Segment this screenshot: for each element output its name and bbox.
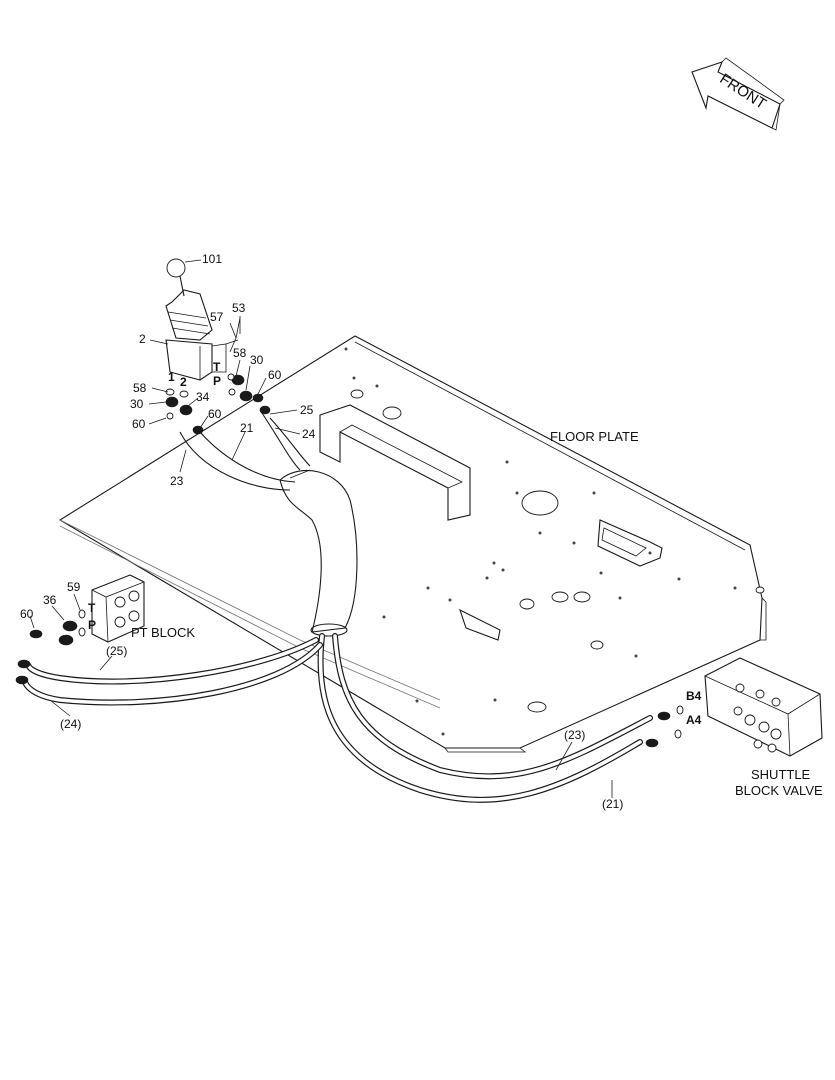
callout-59: 59 [67,580,81,594]
front-label: FRONT [717,70,770,112]
callout-30-right: 30 [250,353,264,367]
floor-plate [58,335,767,753]
callout-21-paren: (21) [602,797,623,811]
callout-58-left: 58 [133,381,147,395]
callout-58-right: 58 [233,346,247,360]
callout-21: 21 [240,421,254,435]
callout-36: 36 [43,593,57,607]
callout-24-paren: (24) [60,717,81,731]
pt-block-label: PT BLOCK [131,625,195,640]
shuttle-block-valve [645,657,823,757]
port-pt-t: T [88,601,96,615]
port-shuttle-b4: B4 [686,689,702,703]
shuttle-block-label-line2: BLOCK VALVE [735,783,823,798]
callout-60-left: 60 [132,417,146,431]
callout-53: 53 [232,301,246,315]
callout-101: 101 [202,252,222,266]
shuttle-block-label-line1: SHUTTLE [751,767,811,782]
hoses [22,409,653,803]
floor-plate-label: FLOOR PLATE [550,429,639,444]
front-arrow: FRONT [691,57,785,131]
callout-24: 24 [302,427,316,441]
joystick-fittings [165,317,271,435]
port-joystick-1: 1 [168,370,175,384]
callout-25: 25 [300,403,314,417]
callout-60-pt: 60 [20,607,34,621]
port-labels: T P 1 2 T P B4 A4 [88,360,702,727]
port-joystick-t: T [213,360,221,374]
callout-30-left: 30 [130,397,144,411]
callout-60-mid: 60 [208,407,222,421]
callout-2: 2 [139,332,146,346]
callout-23-paren: (23) [564,728,585,742]
callout-60-right: 60 [268,368,282,382]
captions: FLOOR PLATE PT BLOCK SHUTTLE BLOCK VALVE [131,429,823,798]
leader-lines [29,259,613,798]
callouts: 101 53 57 2 58 30 60 58 30 60 34 60 25 2… [20,252,623,811]
joystick-valve [165,258,239,381]
callout-25-paren: (25) [106,644,127,658]
pt-block [15,574,145,685]
port-pt-p: P [88,618,96,632]
port-joystick-p: P [213,374,221,388]
callout-23: 23 [170,474,184,488]
callout-57: 57 [210,310,224,324]
callout-34: 34 [196,390,210,404]
port-shuttle-a4: A4 [686,713,702,727]
port-joystick-2: 2 [180,375,187,389]
hose-boot [279,469,358,637]
